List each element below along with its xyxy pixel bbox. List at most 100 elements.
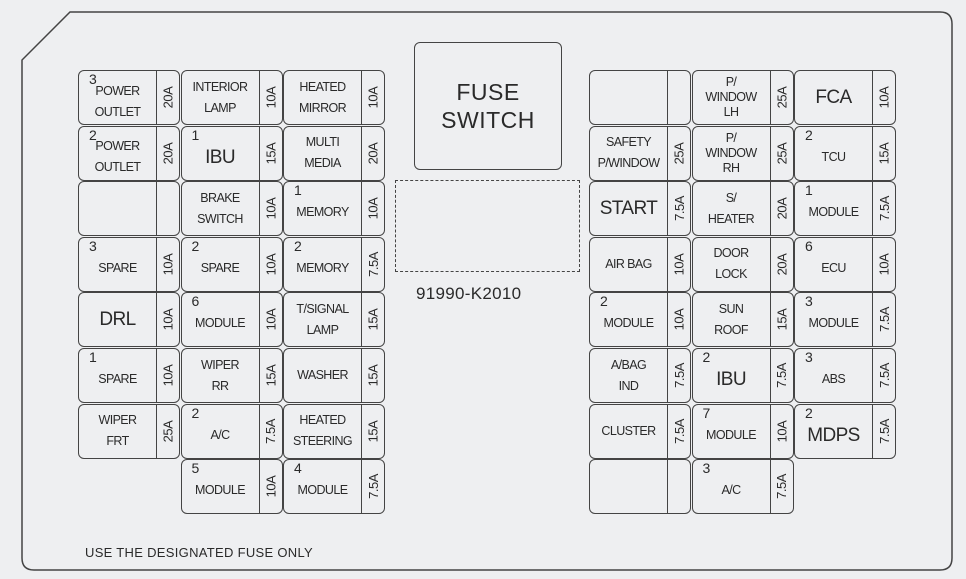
fuse-rating-text: 15A <box>365 364 381 387</box>
fuse-label-line: MODULE <box>603 316 654 331</box>
fuse-rating-text: 7.5A <box>876 307 892 333</box>
fuse-label-line: LAMP <box>306 322 339 337</box>
fuse-label-line: SAFETY <box>605 135 652 150</box>
fuse-rating <box>667 71 690 124</box>
fuse-label-line: MEMORY <box>296 260 349 275</box>
fuse-label-line: LAMP <box>204 100 236 115</box>
fuse-rating-text: 15A <box>365 309 381 331</box>
fuse-label: MODULE <box>182 293 259 346</box>
fuse-rating-text: 10A <box>773 420 789 442</box>
fuse-label-line: IND <box>618 378 639 393</box>
fuse-label: FCA <box>795 71 872 124</box>
fuse-rating: 15A <box>258 126 282 180</box>
fuse-index: 2 <box>805 126 813 143</box>
fuse-label: INTERIOR LAMP <box>182 71 259 124</box>
fuse-label: START <box>590 182 667 235</box>
fuse-index: 3 <box>702 460 711 477</box>
fuse-rating-text: 7.5A <box>263 418 278 444</box>
fuse-rating: 20A <box>156 126 179 180</box>
fuse-slot <box>589 459 691 515</box>
fuse-index: 1 <box>191 126 200 143</box>
fuse-rating: 10A <box>769 404 793 458</box>
fuse-rating: 10A <box>872 71 895 124</box>
fuse-rating: 7.5A <box>258 404 282 458</box>
fuse-label: ABS <box>795 349 872 402</box>
fuse-rating: 15A <box>361 349 384 402</box>
fuse-rating: 25A <box>769 71 793 124</box>
fuse-rating: 10A <box>258 293 282 347</box>
fuse-label-line: A/C <box>210 427 230 442</box>
fuse-label: A/C <box>182 405 259 458</box>
fuse-label-line: IBU <box>205 146 235 168</box>
fuse-label: MEMORY <box>284 238 361 291</box>
fuse-label-line: SUN <box>718 301 744 316</box>
fuse-rating-text: 7.5A <box>774 363 789 388</box>
fuse-rating-text: 15A <box>876 142 892 164</box>
fuse-index: 2 <box>805 404 813 421</box>
fuse-label-line: SPARE <box>200 260 240 275</box>
fuse-label-line: POWER <box>95 83 140 98</box>
fuse-label-line: INTERIOR <box>192 79 249 94</box>
fuse-label-line: S/ <box>725 190 737 205</box>
fuse-label <box>79 182 156 235</box>
fuse-index: 5 <box>191 460 200 477</box>
fuse-index: 1 <box>294 182 302 199</box>
fuse-rating-text: 10A <box>262 309 278 331</box>
fuse-rating: 10A <box>361 182 384 236</box>
fuse-rating-text: 10A <box>160 309 176 331</box>
fuse-label: MODULE <box>284 460 361 513</box>
fuse-slot <box>589 70 691 125</box>
fuse-rating: 15A <box>258 349 282 402</box>
fuse-index: 2 <box>89 126 97 143</box>
fuse-rating-text: 7.5A <box>671 418 687 444</box>
fuse-label: DRL <box>79 293 156 346</box>
fuse-label-line: HEATER <box>707 211 755 226</box>
fuse-label: SPARE <box>79 349 156 402</box>
fuse-rating: 15A <box>769 293 793 347</box>
fuse-rating-text: 20A <box>365 142 381 164</box>
fuse-rating-text: 25A <box>773 142 789 164</box>
fuse-label-line: MEDIA <box>304 156 341 171</box>
fuse-rating: 7.5A <box>872 349 895 402</box>
fuse-label-line: LH <box>723 105 739 119</box>
fuse-index: 3 <box>89 71 97 87</box>
fuse-index: 1 <box>89 349 97 365</box>
fuse-rating-text: 10A <box>365 197 381 220</box>
fuse-rating: 15A <box>361 404 384 458</box>
fuse-label-line: MODULE <box>297 483 348 498</box>
fuse-label-line: POWER <box>95 139 140 154</box>
fuse-rating-text: 10A <box>160 253 176 276</box>
fuse-rating: 7.5A <box>872 182 895 236</box>
fuse-label: MODULE <box>590 293 667 346</box>
fuse-label-line: BRAKE <box>200 190 240 205</box>
fuse-label-line: MODULE <box>808 205 859 220</box>
fuse-label-line: MODULE <box>808 316 859 331</box>
fuse-rating: 7.5A <box>667 404 690 458</box>
fuse-switch-line2: SWITCH <box>441 107 535 133</box>
fuse-index: 3 <box>805 349 813 365</box>
fuse-rating-text: 10A <box>876 86 892 109</box>
fuse-label-line: ABS <box>821 372 846 386</box>
fuse-index: 2 <box>294 237 302 254</box>
fuse-rating: 7.5A <box>769 349 793 402</box>
